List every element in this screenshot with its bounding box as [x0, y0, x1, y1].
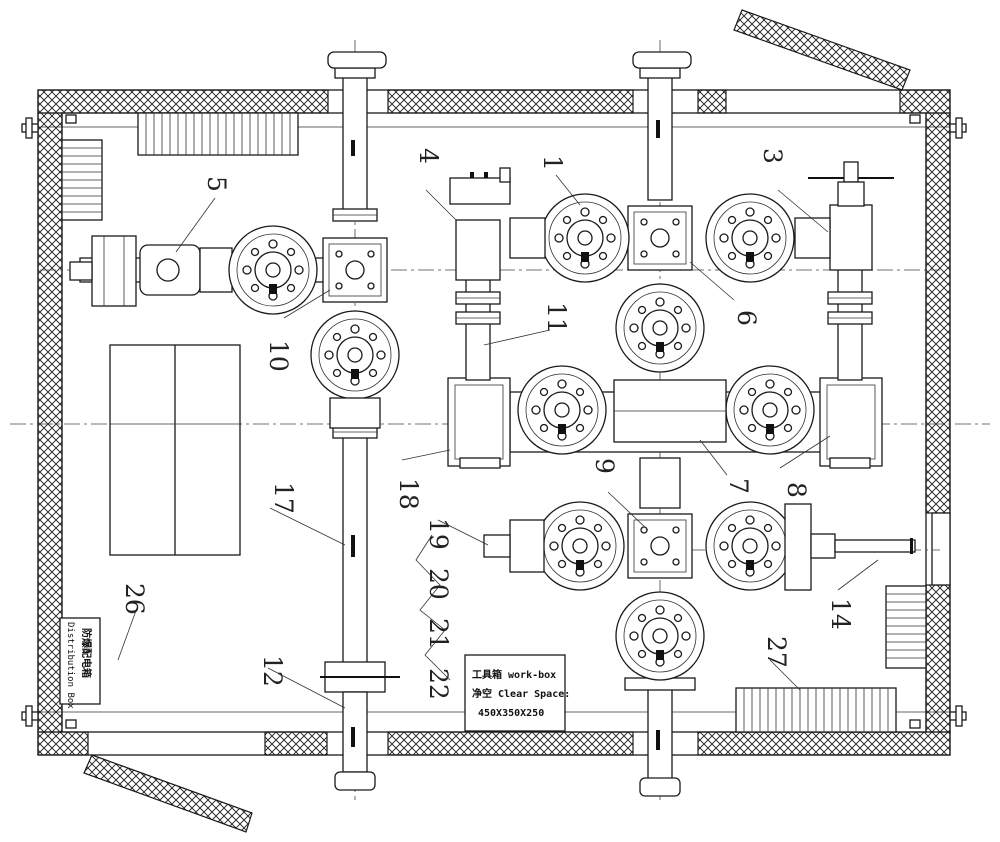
callout-14: 14	[826, 598, 855, 630]
distribution-box-cn: 防爆配电箱	[80, 628, 93, 678]
skid-frame	[21, 9, 967, 833]
work-box-clearspace-label: 净空 Clear Space:	[472, 687, 570, 700]
callout-numbers: 1 3 4 5 6 7 8 9 10 11 12 14 17 18 19 20 …	[120, 148, 855, 700]
callout-8: 8	[782, 482, 811, 498]
callout-19: 19	[424, 518, 453, 550]
right-pipeline	[535, 51, 795, 797]
callout-27: 27	[762, 636, 791, 668]
callout-1: 1	[538, 155, 567, 171]
callout-18: 18	[394, 478, 423, 510]
callout-21: 21	[424, 618, 453, 650]
callout-5: 5	[202, 176, 231, 192]
callout-22: 22	[424, 668, 453, 700]
callout-3: 3	[758, 148, 787, 164]
control-panel	[109, 344, 241, 556]
callout-4: 4	[414, 148, 443, 164]
leader-lines	[117, 174, 879, 709]
distribution-box-en: Distribution Box	[65, 622, 75, 709]
work-box-dimensions: 450X350X250	[478, 708, 544, 719]
callout-26: 26	[120, 583, 149, 615]
distribution-box: 防爆配电箱 Distribution Box	[59, 617, 101, 709]
callout-17: 17	[269, 482, 298, 514]
callout-11: 11	[542, 302, 571, 334]
callout-7: 7	[724, 478, 753, 494]
middle-header	[447, 161, 916, 591]
work-box-title: 工具箱 work-box	[472, 668, 556, 681]
callout-12: 12	[258, 655, 287, 687]
left-pipeline	[69, 51, 400, 791]
callout-6: 6	[732, 310, 761, 326]
door-top-right	[733, 9, 911, 91]
work-box: 工具箱 work-box 净空 Clear Space: 450X350X250	[464, 654, 570, 732]
callout-9: 9	[590, 458, 619, 474]
door-bottom-left	[83, 754, 253, 833]
callout-10: 10	[264, 340, 293, 372]
callout-20: 20	[424, 568, 453, 600]
vent-grilles	[61, 112, 927, 733]
